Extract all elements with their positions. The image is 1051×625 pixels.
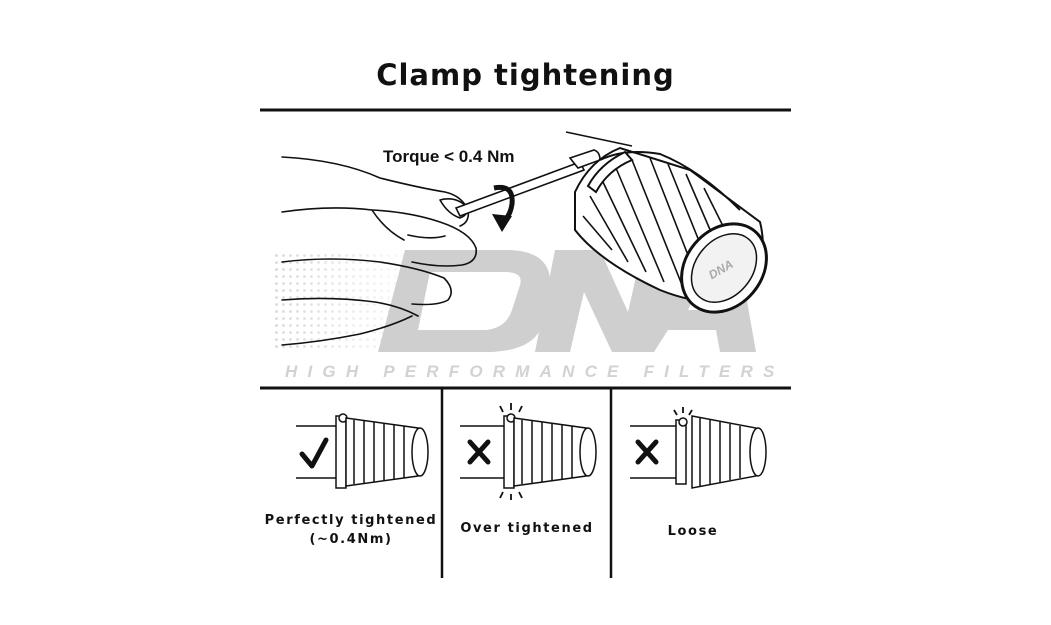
- page-title: Clamp tightening: [376, 58, 675, 92]
- panel-label-perfect-line2: (~0.4Nm): [309, 532, 393, 547]
- brand-tagline: HIGH PERFORMANCE FILTERS: [285, 362, 785, 381]
- panel-label-over: Over tightened: [444, 519, 610, 538]
- check-icon: [299, 437, 329, 469]
- panel-label-loose: Loose: [613, 522, 773, 541]
- rotation-arrow-icon: [492, 184, 515, 232]
- panel-label-loose-line1: Loose: [667, 524, 719, 539]
- screwdriver-icon: [454, 131, 633, 217]
- cross-icon: [635, 439, 659, 465]
- panel-label-perfect: Perfectly tightened (~0.4Nm): [262, 511, 440, 549]
- filter-perfect-illustration: [296, 413, 429, 489]
- air-filter-illustration: DNA: [574, 146, 768, 314]
- panel-label-perfect-line1: Perfectly tightened: [264, 513, 438, 528]
- torque-label: Torque < 0.4 Nm: [383, 147, 515, 166]
- panel-label-over-line1: Over tightened: [460, 521, 594, 536]
- filter-over-tightened-illustration: [460, 403, 597, 500]
- cross-icon: [467, 439, 491, 465]
- filter-loose-illustration: [630, 407, 767, 489]
- hand-illustration: [281, 156, 478, 346]
